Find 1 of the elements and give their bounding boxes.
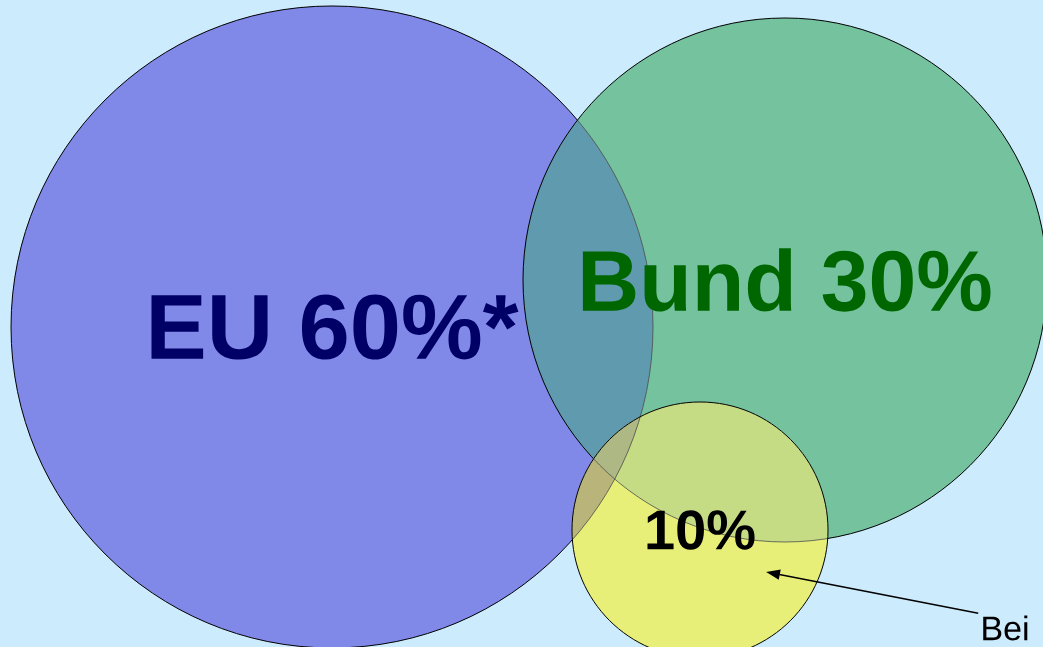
note-text: Bei — [983, 615, 1028, 641]
